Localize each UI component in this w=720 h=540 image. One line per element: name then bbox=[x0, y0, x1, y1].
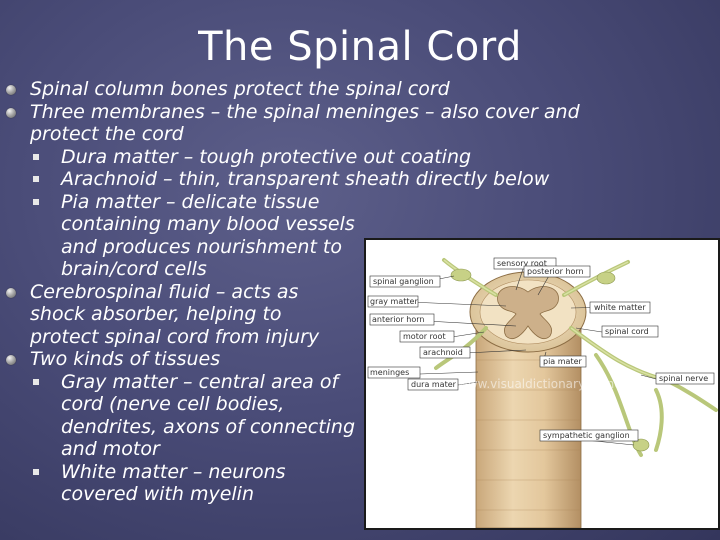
bullet-icon bbox=[6, 355, 16, 365]
watermark-text: www.visualdictionaryonline.com bbox=[458, 377, 651, 391]
square-bullet-icon bbox=[33, 378, 39, 385]
label-anterior-horn: anterior horn bbox=[372, 315, 424, 324]
bullet-text: Dura matter – tough protective out coati… bbox=[61, 145, 472, 168]
bullet-text: Arachnoid – thin, transparent sheath dir… bbox=[61, 168, 550, 190]
label-arachnoid: arachnoid bbox=[423, 348, 463, 357]
sub-bullet-item: Gray matter – central area of cord (nerv… bbox=[0, 371, 361, 461]
label-motor-root: motor root bbox=[403, 332, 446, 341]
bullet-item: Two kinds of tissues bbox=[0, 348, 350, 371]
label-meninges: meninges bbox=[370, 368, 409, 377]
bullet-text: Gray matter – central area of cord (nerv… bbox=[61, 370, 356, 461]
sub-bullet-item: Arachnoid – thin, transparent sheath dir… bbox=[0, 168, 701, 191]
bullet-text: Spinal column bones protect the spinal c… bbox=[30, 78, 450, 100]
bullet-text: Two kinds of tissues bbox=[30, 348, 221, 370]
sub-bullet-item: Pia matter – delicate tissue containing … bbox=[0, 191, 666, 281]
bullet-icon bbox=[6, 287, 16, 298]
bullet-text: Pia matter – delicate tissue containing … bbox=[61, 190, 355, 281]
bullet-item: Cerebrospinal fluid – acts as shock abso… bbox=[0, 281, 330, 349]
label-gray-matter: gray matter bbox=[370, 297, 418, 306]
square-bullet-icon bbox=[33, 198, 39, 205]
slide-title: The Spinal Cord bbox=[198, 24, 522, 70]
label-white-matter: white matter bbox=[594, 303, 646, 312]
bullet-icon bbox=[6, 107, 16, 118]
label-spinal-ganglion: spinal ganglion bbox=[373, 277, 434, 286]
sub-bullet-item: White matter – neurons covered with myel… bbox=[0, 461, 311, 506]
square-bullet-icon bbox=[33, 176, 39, 182]
bullet-item: Three membranes – the spinal meninges – … bbox=[0, 101, 620, 146]
bullet-text: White matter – neurons covered with myel… bbox=[61, 460, 286, 506]
label-dura-mater: dura mater bbox=[411, 380, 457, 389]
label-posterior-horn: posterior horn bbox=[527, 267, 584, 276]
label-spinal-nerve: spinal nerve bbox=[659, 374, 708, 383]
sub-bullet-item: Dura matter – tough protective out coati… bbox=[0, 146, 701, 169]
square-bullet-icon bbox=[33, 153, 39, 160]
bullet-list: Spinal column bones protect the spinal c… bbox=[0, 78, 720, 506]
bullet-text: Cerebrospinal fluid – acts as shock abso… bbox=[30, 280, 320, 348]
bullet-text: Three membranes – the spinal meninges – … bbox=[30, 100, 580, 146]
bullet-icon bbox=[6, 85, 16, 95]
bullet-item: Spinal column bones protect the spinal c… bbox=[0, 78, 690, 101]
label-spinal-cord: spinal cord bbox=[605, 327, 649, 336]
label-sensory-root: sensory root bbox=[497, 259, 547, 268]
label-pia-mater: pia mater bbox=[543, 357, 583, 366]
spinal-cord-diagram: sensory root posterior horn spinal gangl… bbox=[364, 238, 720, 530]
square-bullet-icon bbox=[33, 468, 39, 475]
label-sympathetic-ganglion: sympathetic ganglion bbox=[543, 431, 630, 440]
